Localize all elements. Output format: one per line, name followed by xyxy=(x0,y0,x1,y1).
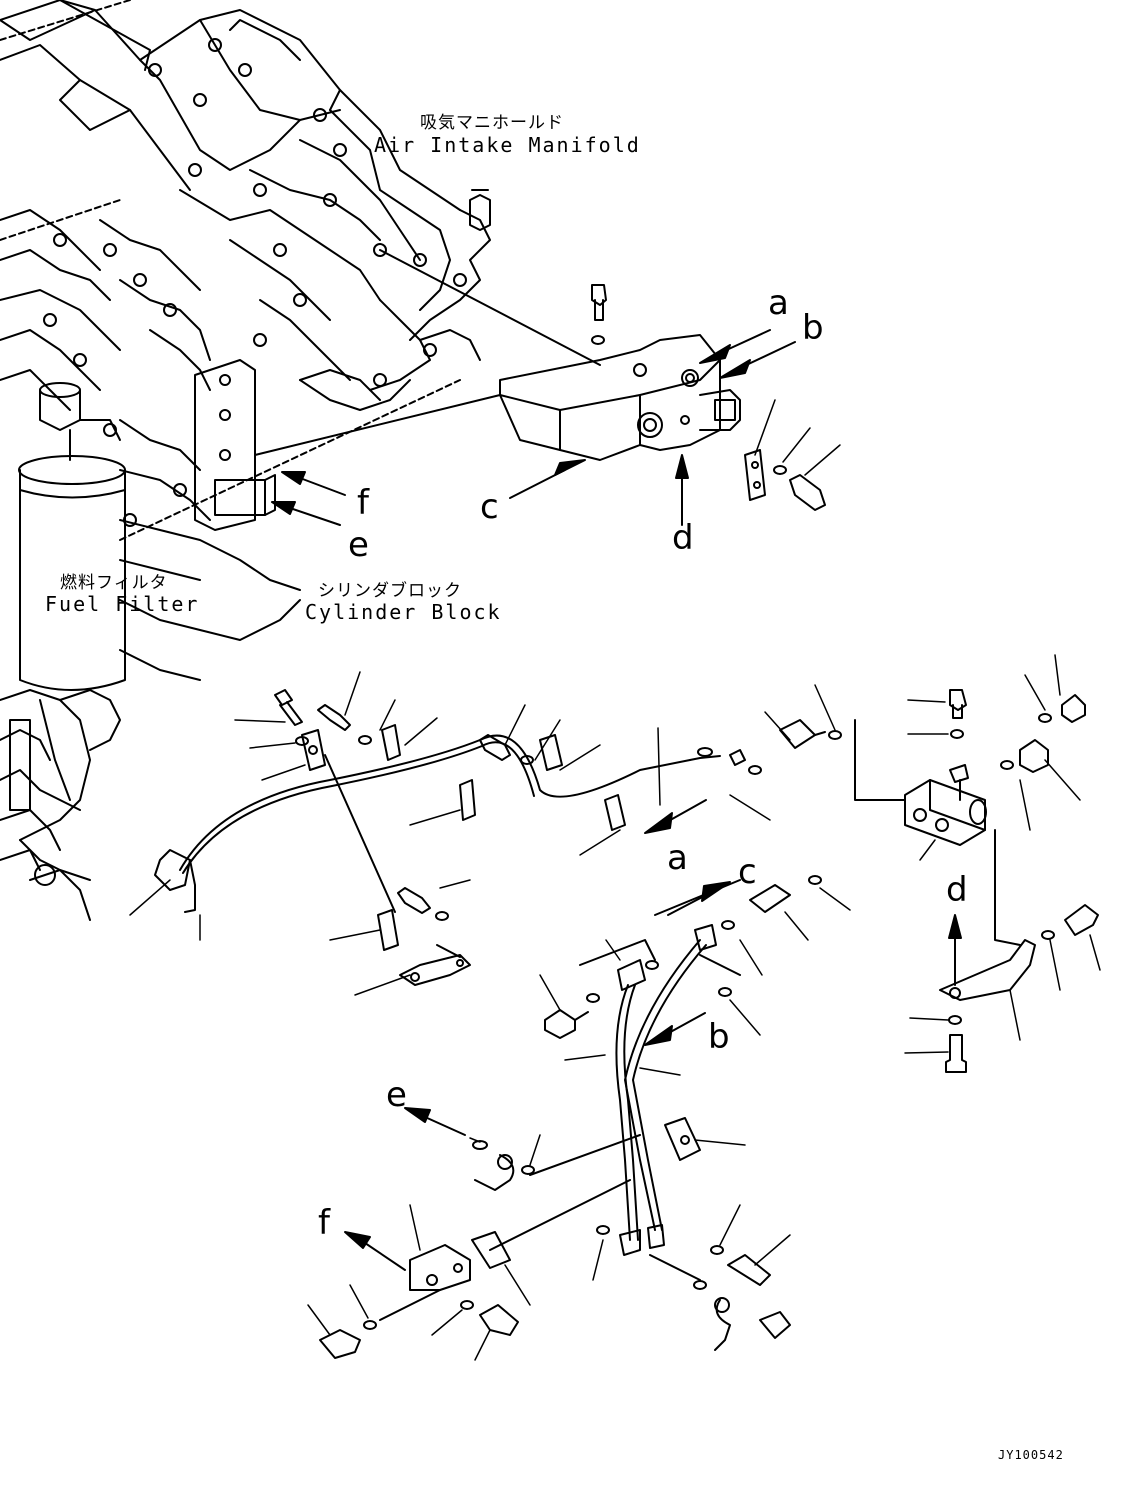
fuel-filter-label-jp: 燃料フィルタ xyxy=(60,573,168,593)
engine-block-drawing xyxy=(0,0,491,921)
air-intake-manifold-label-en: Air Intake Manifold xyxy=(374,133,641,157)
cylinder-block-label-jp: シリンダブロック xyxy=(318,581,462,601)
ref-label-e-bottom: e xyxy=(386,1075,407,1115)
ref-label-a-top: a xyxy=(768,283,789,323)
cylinder-block-label-en: Cylinder Block xyxy=(305,600,502,624)
fuel-filter-label-en: Fuel Filter xyxy=(45,592,200,616)
ref-label-d-bottom: d xyxy=(946,870,968,910)
mount-block-drawing xyxy=(254,249,826,511)
ref-label-b-top: b xyxy=(802,308,824,348)
ref-label-e-top: e xyxy=(348,525,369,565)
ref-label-f-bottom: f xyxy=(318,1203,330,1243)
leader-lines xyxy=(129,399,1101,1361)
reference-arrows xyxy=(271,329,962,1271)
ref-label-f-top: f xyxy=(357,483,369,523)
ref-label-d-top: d xyxy=(672,518,694,558)
ref-label-c-bottom: c xyxy=(738,852,757,892)
ref-label-a-bottom: a xyxy=(667,838,688,878)
pipe-assembly-drawing xyxy=(154,689,1099,1359)
air-intake-manifold-label-jp: 吸気マニホールド xyxy=(420,113,564,133)
drawing-code: JY100542 xyxy=(998,1448,1064,1462)
ref-label-c-top: c xyxy=(480,487,499,527)
ref-label-b-bottom: b xyxy=(708,1017,730,1057)
